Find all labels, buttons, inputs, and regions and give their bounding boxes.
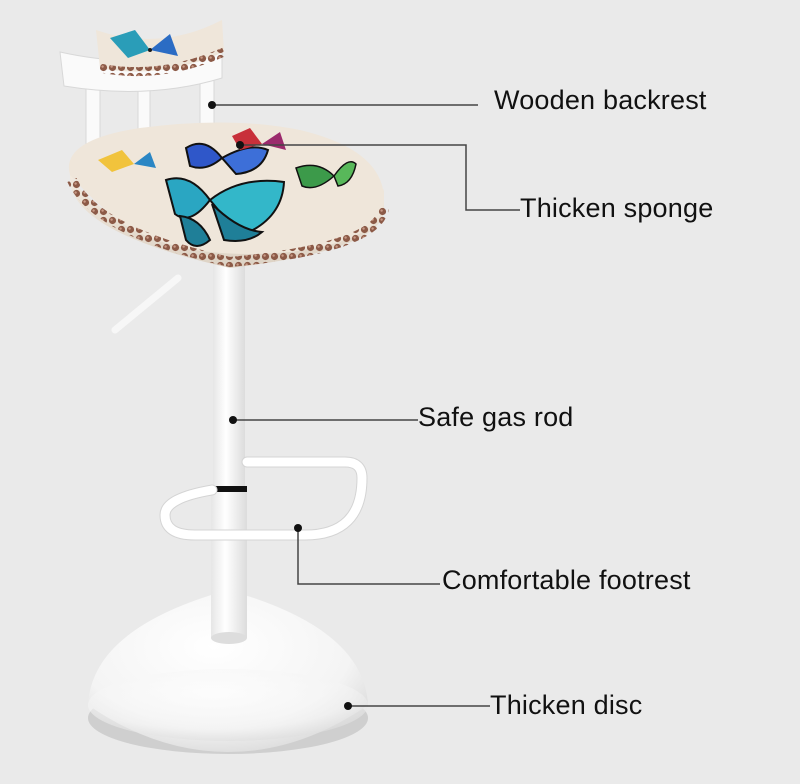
dot-gas-rod bbox=[229, 416, 237, 424]
label-thicken-sponge: Thicken sponge bbox=[520, 193, 714, 223]
height-lever bbox=[111, 274, 182, 334]
label-thicken-disc: Thicken disc bbox=[490, 690, 643, 720]
butterfly-print bbox=[98, 128, 357, 247]
label-wooden-backrest: Wooden backrest bbox=[494, 85, 707, 115]
dot-footrest bbox=[294, 524, 302, 532]
gas-rod bbox=[211, 255, 247, 644]
dot-disc bbox=[344, 702, 352, 710]
leader-footrest bbox=[297, 528, 440, 585]
label-safe-gas-rod: Safe gas rod bbox=[418, 402, 574, 432]
base-disc bbox=[88, 590, 368, 754]
dot-backrest bbox=[208, 101, 216, 109]
leader-sponge bbox=[240, 144, 520, 211]
callout-dots bbox=[208, 101, 352, 710]
label-comfortable-footrest: Comfortable footrest bbox=[442, 565, 691, 595]
footrest-ring bbox=[159, 456, 368, 541]
dot-sponge bbox=[236, 141, 244, 149]
callout-leaders bbox=[212, 104, 520, 707]
